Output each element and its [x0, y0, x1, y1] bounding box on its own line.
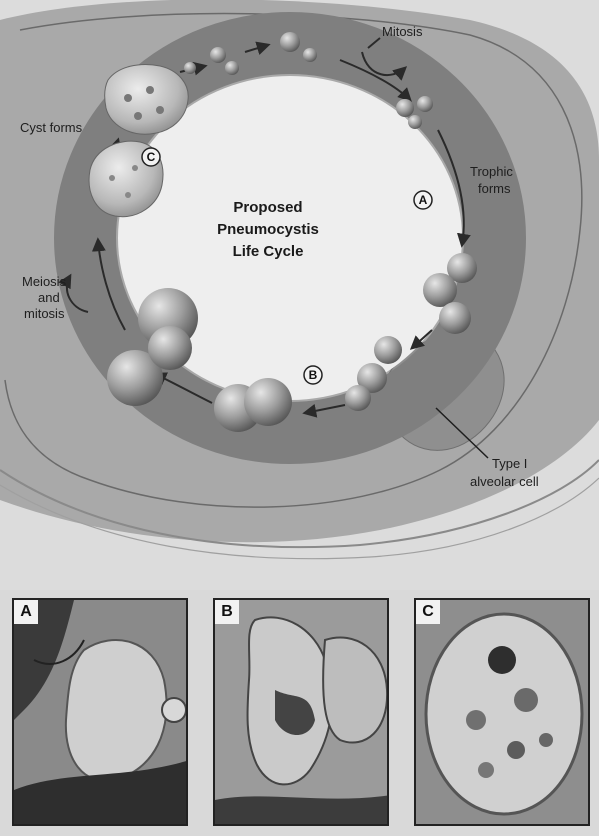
micrograph-panel-b: B — [213, 598, 389, 826]
svg-text:A: A — [419, 193, 428, 207]
micrograph-c-image — [416, 600, 590, 826]
panel-b-letter: B — [215, 600, 239, 624]
title-line-3: Life Cycle — [233, 243, 304, 260]
panel-a-letter: A — [14, 600, 38, 624]
micrograph-b-image — [215, 600, 389, 826]
svg-text:B: B — [309, 368, 318, 382]
svg-text:C: C — [147, 150, 156, 164]
micrograph-panel-a: A — [12, 598, 188, 826]
life-cycle-diagram: Proposed Pneumocystis Life Cycle — [0, 0, 599, 590]
label-type-i-2: alveolar cell — [470, 474, 539, 489]
stage-marker-b: B — [304, 366, 322, 384]
micrograph-panel-c: C — [414, 598, 590, 826]
label-meiosis-2: and — [38, 290, 60, 305]
label-mitosis: Mitosis — [382, 24, 423, 39]
label-meiosis-3: mitosis — [24, 306, 65, 321]
label-cyst-forms: Cyst forms — [20, 120, 83, 135]
label-type-i-1: Type I — [492, 456, 527, 471]
title-line-1: Proposed — [233, 199, 302, 216]
stage-marker-c: C — [142, 148, 160, 166]
panel-c-letter: C — [416, 600, 440, 624]
label-trophic-2: forms — [478, 181, 511, 196]
title-line-2: Pneumocystis — [217, 221, 319, 238]
micrograph-a-image — [14, 600, 188, 826]
stage-marker-a: A — [414, 191, 432, 209]
label-trophic-1: Trophic — [470, 164, 513, 179]
label-meiosis-1: Meiosis — [22, 274, 67, 289]
